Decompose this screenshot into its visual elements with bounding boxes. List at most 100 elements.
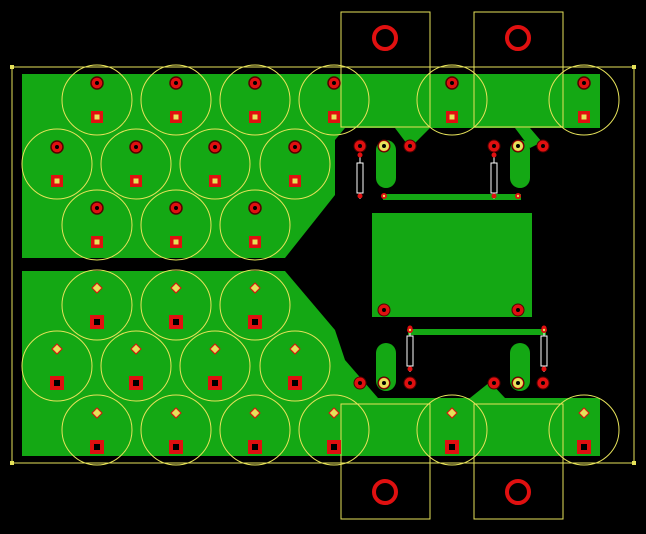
pad-hole — [212, 178, 218, 184]
resistor-pad — [357, 152, 363, 158]
pad-hole — [541, 144, 545, 148]
capacitor-diamond-pad — [249, 407, 261, 419]
lower-copper-pour — [22, 271, 600, 456]
pad-hole — [95, 206, 99, 210]
pad-hole — [516, 308, 520, 312]
pad-hole — [450, 81, 454, 85]
pad-hole — [382, 308, 386, 312]
capacitor-diamond-pad — [91, 407, 103, 419]
capacitor-outline — [61, 189, 133, 261]
pad-hole — [133, 380, 139, 386]
capacitor-diamond-pad — [446, 407, 458, 419]
capacitor-outline — [21, 128, 93, 200]
connector-pad — [372, 479, 398, 505]
capacitor-outline — [259, 330, 331, 402]
pad-hole — [252, 114, 258, 120]
resistor-pad — [491, 152, 497, 158]
capacitor-outline — [61, 269, 133, 341]
pad-hole — [382, 144, 386, 148]
pad-hole — [408, 381, 412, 385]
capacitor-outline — [219, 269, 291, 341]
capacitor-diamond-pad — [51, 343, 63, 355]
capacitor-outline — [21, 330, 93, 402]
capacitor-outline — [219, 394, 291, 466]
resistor-body — [406, 335, 414, 367]
capacitor-outline — [140, 64, 212, 136]
pad-hole — [173, 239, 179, 245]
connector-pad — [505, 25, 531, 51]
pad-hole — [382, 381, 386, 385]
capacitor-diamond-pad — [170, 282, 182, 294]
pad-hole — [516, 194, 520, 198]
track-right-upper — [510, 140, 530, 188]
capacitor-diamond-pad — [170, 407, 182, 419]
pad-hole — [54, 380, 60, 386]
capacitor-diamond-pad — [289, 343, 301, 355]
capacitor-outline — [548, 394, 620, 466]
capacitor-outline — [61, 64, 133, 136]
capacitor-diamond-pad — [130, 343, 142, 355]
capacitor-outline — [61, 394, 133, 466]
connector-outline — [473, 403, 564, 520]
capacitor-outline — [140, 189, 212, 261]
pad-hole — [292, 380, 298, 386]
capacitor-outline — [298, 394, 370, 466]
capacitor-diamond-pad — [249, 282, 261, 294]
pad-hole — [173, 114, 179, 120]
outline-corner-marker — [632, 65, 636, 69]
connector-outline — [340, 403, 431, 520]
capacitor-group — [21, 64, 620, 466]
pad-hole — [358, 381, 362, 385]
outline-corner-marker — [10, 65, 14, 69]
center-copper-island — [372, 213, 532, 317]
pad-hole — [173, 444, 179, 450]
pad-hole — [94, 239, 100, 245]
track-upper-bridge — [383, 194, 521, 200]
capacitor-outline — [548, 64, 620, 136]
pad-hole — [382, 194, 386, 198]
track-lower-bridge — [408, 329, 546, 335]
resistor-body — [490, 162, 498, 194]
resistor-pad — [407, 366, 413, 372]
capacitor-diamond-pad — [328, 407, 340, 419]
capacitor-diamond-pad — [91, 282, 103, 294]
resistor-pad — [357, 193, 363, 199]
pad-hole — [94, 114, 100, 120]
capacitor-outline — [179, 128, 251, 200]
pad-hole — [492, 381, 496, 385]
capacitor-outline — [416, 394, 488, 466]
capacitor-outline — [219, 64, 291, 136]
pad-hole — [55, 145, 59, 149]
track-left-upper — [376, 140, 396, 188]
outline-corner-marker — [632, 461, 636, 465]
capacitor-outline — [140, 269, 212, 341]
pad-hole — [252, 319, 258, 325]
connector-pad — [505, 479, 531, 505]
pad-hole — [252, 239, 258, 245]
connector-outline — [340, 11, 431, 128]
pad-hole — [492, 144, 496, 148]
pad-hole — [292, 178, 298, 184]
small-pad-group — [353, 139, 550, 390]
pad-hole — [332, 81, 336, 85]
pad-hole — [331, 444, 337, 450]
pad-hole — [541, 381, 545, 385]
pad-hole — [94, 319, 100, 325]
pad-hole — [213, 145, 217, 149]
pad-hole — [134, 145, 138, 149]
pad-hole — [408, 144, 412, 148]
capacitor-outline — [298, 64, 370, 136]
connector-pad — [372, 25, 398, 51]
pad-hole — [581, 444, 587, 450]
pad-hole — [95, 81, 99, 85]
pad-hole — [174, 81, 178, 85]
pad-hole — [449, 114, 455, 120]
capacitor-diamond-pad — [209, 343, 221, 355]
resistor-body — [356, 162, 364, 194]
pad-hole — [582, 81, 586, 85]
capacitor-diamond-pad — [578, 407, 590, 419]
resistor-body — [540, 335, 548, 367]
capacitor-outline — [100, 330, 172, 402]
pad-hole — [358, 144, 362, 148]
resistor-group — [356, 152, 548, 372]
